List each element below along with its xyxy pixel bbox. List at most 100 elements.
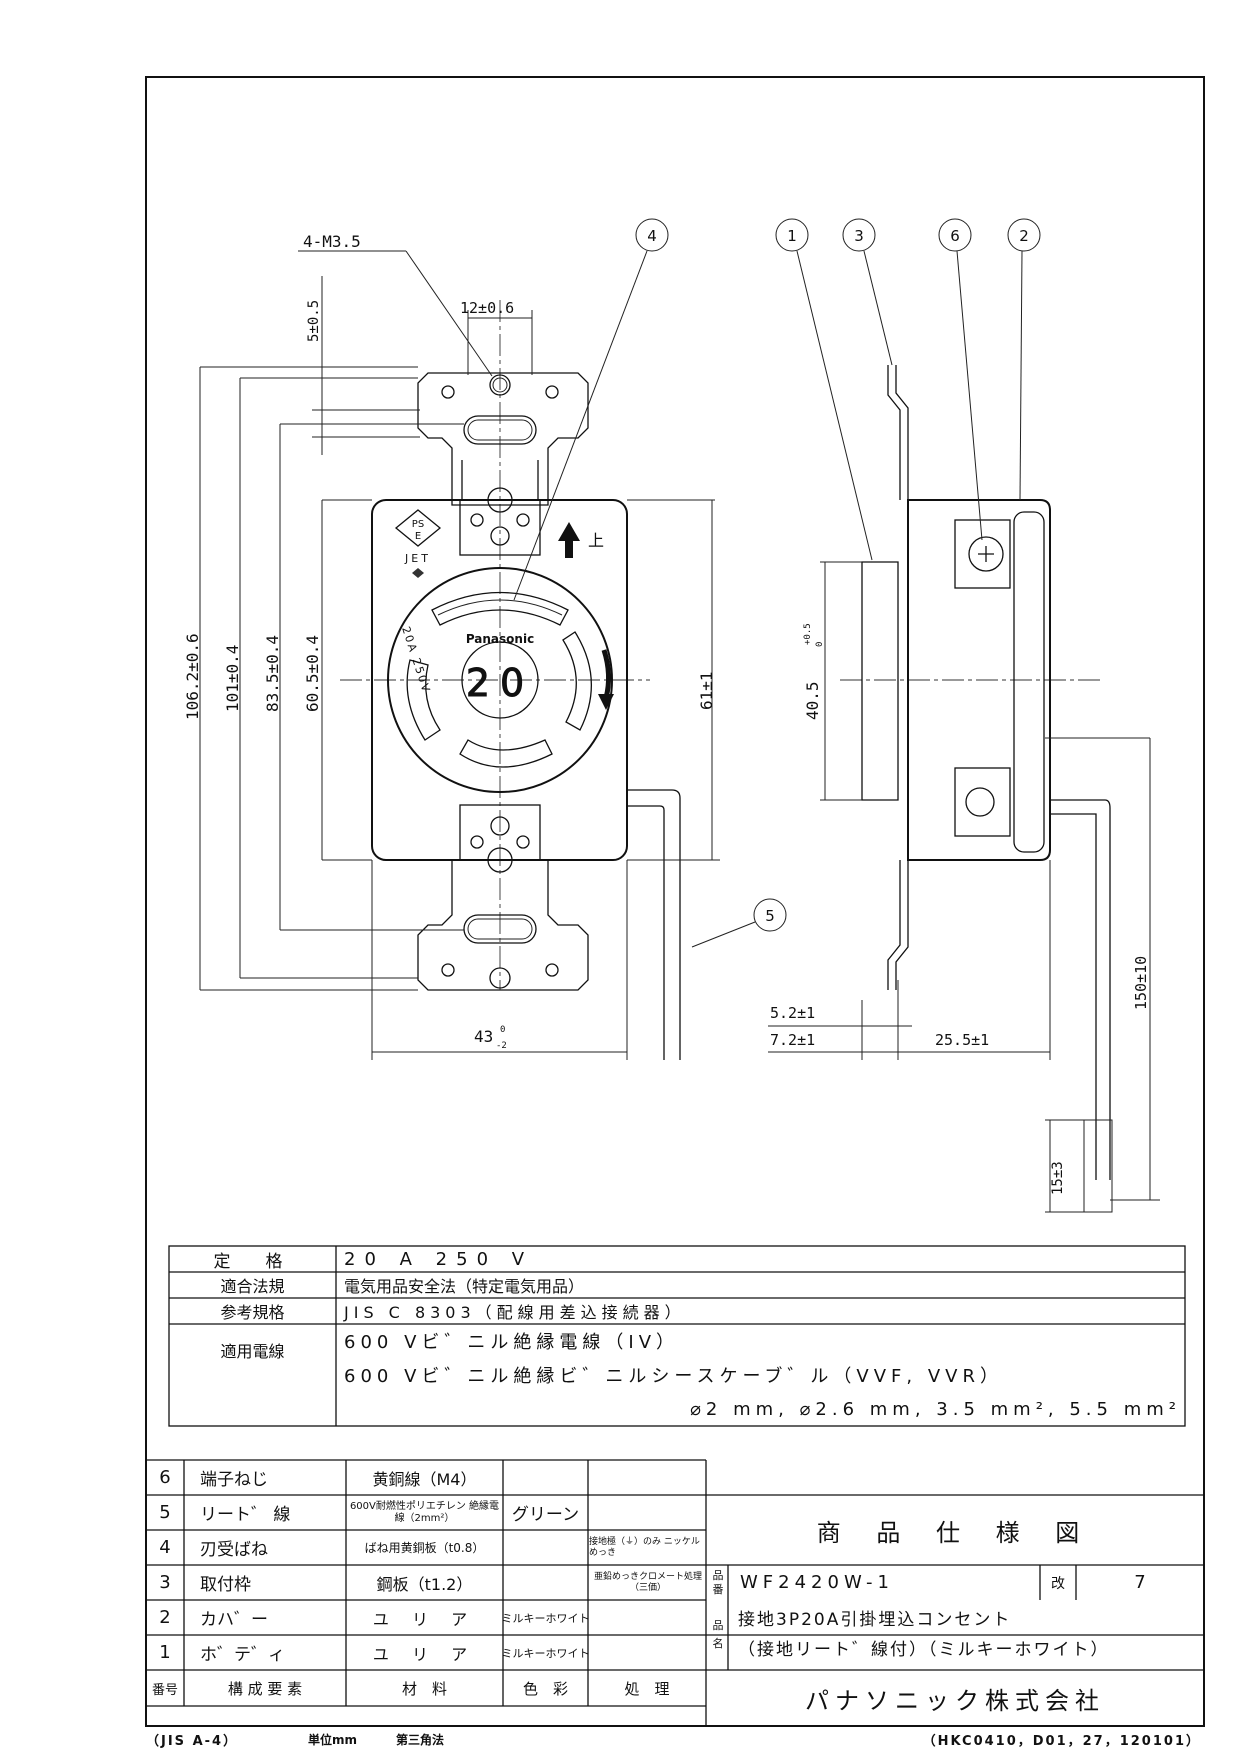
dim-lead-length: 150±10 — [1132, 956, 1150, 1010]
screw-spec-label: 4-M3.5 — [303, 232, 361, 251]
spec-value-wire-sizes: ⌀2 mm, ⌀2.6 mm, 3.5 mm², 5.5 mm² — [690, 1398, 1181, 1420]
part-finish: 接地極（⏚）のみ ニッケルめっき — [589, 1536, 700, 1558]
dim-plate-offset: 5.2±1 — [770, 1004, 815, 1022]
spec-value-wire-2: 600 Vビ゛ニル絶縁ビ゛ニルシースケーブ゛ル（VVF, VVR） — [344, 1366, 1003, 1387]
part-number: 4 — [159, 1537, 171, 1558]
terminal-screw — [968, 536, 1004, 572]
callout-label: 4 — [647, 227, 657, 245]
spec-value-standard: JIS C 8303（配線用差込接続器） — [344, 1303, 686, 1322]
rotate-arrow-icon — [598, 694, 614, 710]
callouts: 4 1 3 6 2 5 — [513, 218, 1041, 948]
dim-body-height-right: 61±1 — [697, 671, 716, 710]
spec-value-rating: 20 A 250 V — [344, 1248, 534, 1270]
terminal-block — [954, 519, 1011, 589]
callout-label: 3 — [854, 227, 864, 245]
drawing-title: 商 品 仕 様 図 — [816, 1518, 1094, 1547]
mounting-frame-top — [417, 372, 589, 506]
lead-wire-side — [1050, 799, 1111, 1180]
blade-slot — [562, 631, 593, 731]
body-side — [907, 499, 1051, 861]
product-name-line2: （接地リート゛線付）（ミルキーホワイト） — [738, 1640, 1110, 1660]
part-material: 鋼板（t1.2） — [376, 1574, 473, 1594]
part-name: ホ゛テ゛ィ — [200, 1645, 285, 1665]
pse-mark-text: PS — [412, 519, 424, 530]
brand-logo: Panasonic — [466, 632, 534, 646]
up-arrow-icon — [558, 522, 580, 558]
part-name: 端子ねじ — [200, 1470, 268, 1490]
receptacle-face — [387, 567, 613, 793]
dim-body-depth: 25.5±1 — [935, 1031, 989, 1049]
dim-mount-height: 101±0.4 — [223, 645, 242, 712]
spec-value-wire-1: 600 Vビ゛ニル絶縁電線（IV） — [344, 1332, 680, 1353]
spec-value-law: 電気用品安全法（特定電気用品） — [344, 1277, 585, 1296]
dim-hole-spacing: 12±0.6 — [460, 299, 514, 317]
callout-5 — [753, 898, 787, 932]
blade-slot — [431, 591, 569, 626]
part-color: ミルキーホワイト — [501, 1611, 590, 1625]
spec-label-rating: 定 格 — [213, 1251, 292, 1272]
mounting-slot-top — [463, 415, 537, 445]
part-no-label: 品番 — [712, 1568, 724, 1596]
part-number: 1 — [159, 1642, 171, 1663]
dim-overall-height: 106.2±0.6 — [183, 633, 202, 720]
dim-body-height: 60.5±0.4 — [303, 635, 322, 712]
callout-label: 5 — [765, 907, 775, 925]
stripped-end — [1083, 1119, 1113, 1213]
callout-4 — [635, 218, 669, 252]
document-code: （HKC0410，D01，27，120101） — [922, 1733, 1201, 1749]
header-finish: 処 理 — [624, 1679, 670, 1698]
mounting-slot-bottom — [463, 914, 537, 944]
part-color: ミルキーホワイト — [501, 1646, 590, 1660]
blade-slot — [406, 659, 441, 741]
callout-label: 6 — [950, 227, 960, 245]
part-material: ユ リ ア — [372, 1644, 477, 1664]
spec-label-law: 適合法規 — [220, 1277, 285, 1296]
blade-slot — [459, 739, 553, 768]
dim-pitch-top: 5±0.5 — [306, 300, 322, 342]
part-no-value: WF2420W-1 — [740, 1572, 894, 1593]
callout-label: 1 — [787, 227, 797, 245]
jet-mark: JET — [404, 552, 431, 565]
spec-label-wire: 適用電線 — [220, 1342, 285, 1361]
part-material: ばね用黄銅板（t0.8） — [364, 1541, 485, 1555]
callout-label: 2 — [1019, 227, 1029, 245]
part-name: 刃受ばね — [200, 1540, 268, 1560]
part-material: 黄銅線（M4） — [372, 1469, 477, 1489]
product-name-line1: 接地3P20A引掛埋込コンセント — [738, 1610, 1012, 1630]
revision-value: 7 — [1134, 1572, 1146, 1593]
pse-mark-text: E — [415, 531, 421, 542]
unit-label: 単位mm — [308, 1732, 358, 1747]
callout-1 — [775, 218, 809, 252]
projection-label: 第三角法 — [396, 1732, 445, 1747]
header-material: 材 料 — [401, 1679, 447, 1698]
dim-face-tol: 0 — [815, 642, 825, 647]
center-boss — [461, 641, 539, 719]
lead-wire — [627, 789, 681, 1060]
part-number: 5 — [159, 1502, 171, 1523]
sheet-border — [145, 76, 1205, 1727]
dim-strip-length: 15±3 — [1050, 1161, 1066, 1195]
company-name: パナソニック株式会社 — [805, 1686, 1105, 1715]
dim-face-depth: 7.2±1 — [770, 1031, 815, 1049]
mounting-frame-bottom — [417, 860, 589, 991]
dim-slot-height: 83.5±0.4 — [263, 635, 282, 712]
parts-table-grid — [146, 1459, 1204, 1726]
part-material: 600V耐燃性ポリエチレン 絶縁電線（2mm²） — [349, 1500, 500, 1524]
header-color: 色 彩 — [522, 1679, 568, 1698]
dim-width-tol: -2 — [496, 1041, 507, 1051]
screw-hole — [489, 374, 511, 396]
part-color: グリーン — [511, 1505, 580, 1525]
dim-face-tol: +0.5 — [803, 623, 813, 645]
part-finish: 亜鉛めっきクロメート処理（三価） — [593, 1571, 702, 1593]
spec-label-standard: 参考規格 — [220, 1303, 285, 1322]
part-name: リート゛ 線 — [200, 1505, 291, 1525]
part-name: 取付枠 — [200, 1575, 251, 1595]
revision-label: 改 — [1051, 1575, 1065, 1592]
callout-3 — [842, 218, 876, 252]
rating-face-text: 20 — [466, 661, 534, 705]
dim-width-tol: 0 — [500, 1025, 505, 1035]
part-name: カハ゛ー — [200, 1610, 268, 1630]
header-part: 構 成 要 素 — [227, 1679, 303, 1698]
